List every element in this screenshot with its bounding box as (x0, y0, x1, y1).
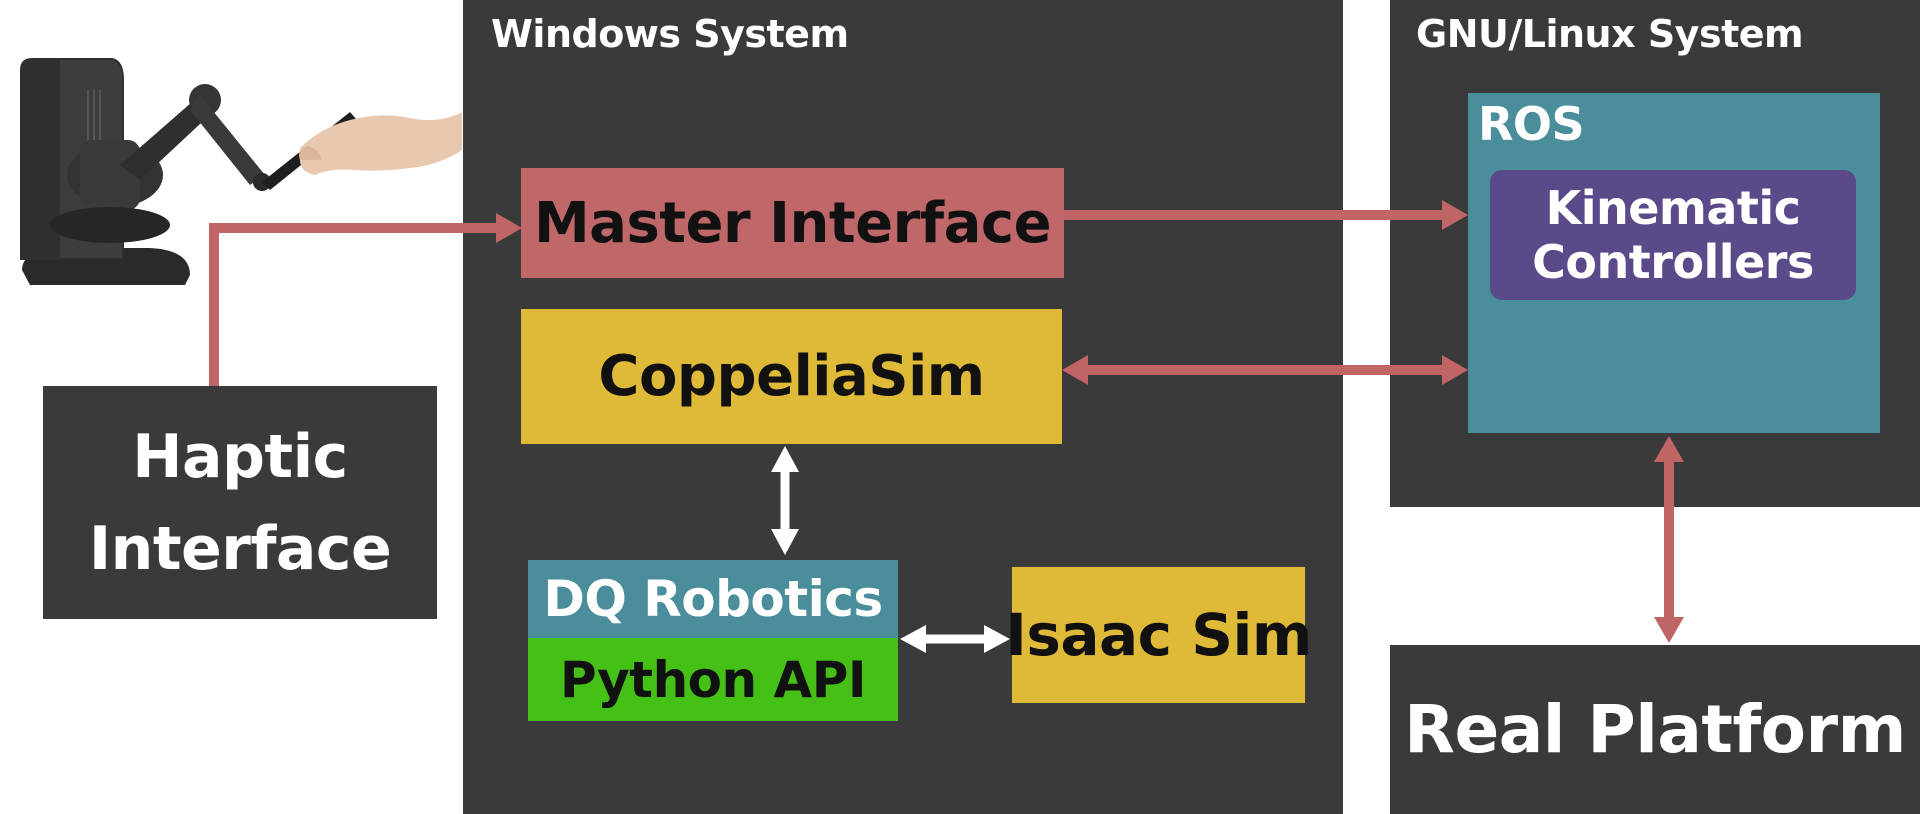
arrowhead-real-down (1654, 617, 1684, 643)
kinematic-controllers-box: Kinematic Controllers (1490, 170, 1856, 300)
python-api-box: Python API (528, 638, 898, 721)
arrowhead-coppelia-in (1062, 355, 1088, 385)
real-platform-box: Real Platform (1390, 645, 1920, 814)
haptic-interface-line1: Haptic (132, 421, 348, 492)
coppeliasim-box: CoppeliaSim (521, 309, 1062, 444)
arrowhead-dq-down (771, 529, 799, 555)
haptic-interface-line2: Interface (88, 513, 392, 584)
kinematic-controllers-line1: Kinematic (1545, 181, 1801, 235)
arrowhead-master-in (496, 213, 522, 243)
arrowhead-python-in (900, 625, 926, 653)
ros-title: ROS (1478, 97, 1585, 151)
isaac-sim-box: Isaac Sim (1005, 567, 1312, 703)
master-interface-label: Master Interface (533, 190, 1052, 256)
kinematic-controllers-line2: Controllers (1532, 235, 1814, 289)
linux-system-title: GNU/Linux System (1416, 12, 1804, 56)
haptic-interface-box: Haptic Interface (43, 386, 437, 619)
isaac-sim-label: Isaac Sim (1005, 601, 1312, 669)
arrowhead-isaac-in (984, 625, 1010, 653)
arrowhead-ros-up (1654, 436, 1684, 462)
arrowhead-ros-in-2 (1442, 355, 1468, 385)
python-api-label: Python API (560, 650, 866, 709)
coppeliasim-label: CoppeliaSim (598, 344, 985, 409)
dq-robotics-box: DQ Robotics (528, 560, 898, 638)
windows-system-title: Windows System (491, 12, 849, 56)
real-platform-label: Real Platform (1404, 691, 1906, 768)
master-interface-box: Master Interface (521, 168, 1064, 278)
dq-robotics-label: DQ Robotics (543, 570, 883, 628)
arrowhead-coppelia-up (771, 446, 799, 472)
arrow-haptic-to-master (209, 223, 500, 386)
arrowhead-ros-in (1442, 200, 1468, 230)
haptic-device-icon (20, 58, 462, 285)
